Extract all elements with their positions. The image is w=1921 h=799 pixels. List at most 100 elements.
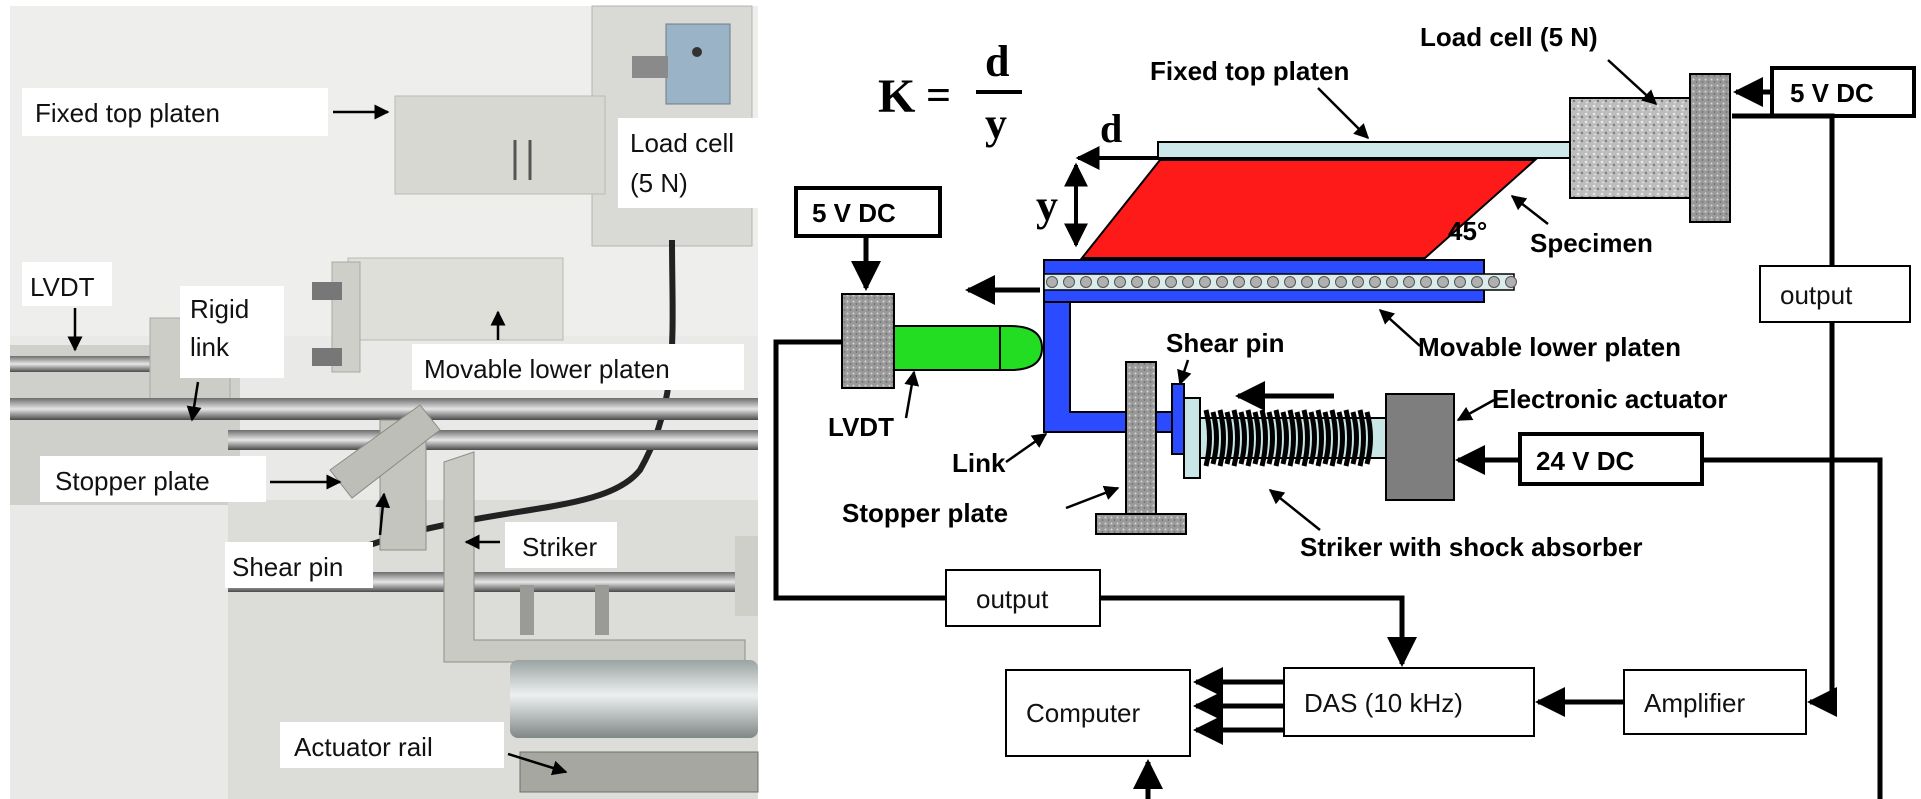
schematic-lvdt-probe [893,325,1044,371]
setup-schematic: K = d y d y Fixed top platen Load cell (… [773,22,1916,799]
power-box-top [1770,66,1916,118]
photo-lvdt-rod [10,356,160,372]
wire-lvdt-output [773,339,1417,667]
bearing-ball [1301,276,1313,288]
output-box-left [945,569,1101,627]
schematic-electronic-actuator [1385,393,1455,501]
schematic-spring [1203,409,1373,467]
photo-fixed-top-platen [394,95,606,195]
computer-label: Computer [1026,698,1140,728]
label-movable-lower-platen: Movable lower platen [1418,332,1681,362]
photo-label-shear-pin: Shear pin [232,552,343,582]
photo-label-rigid-link-2: link [190,332,230,362]
das-box [1283,667,1535,737]
photo-actuator-cylinder [510,660,758,738]
bearing-ball [1488,276,1500,288]
bearing-ball [1318,276,1330,288]
photo-label-lvdt: LVDT [30,272,95,302]
bearing-ball [1114,276,1126,288]
photo-actuator-rail [519,751,759,793]
bearing-ball [1284,276,1296,288]
photo-rail-1 [10,398,758,420]
formula-denominator: y [985,99,1007,148]
power-lvdt-label: 5 V DC [812,198,896,228]
photo-label-load-cell-2: (5 N) [630,168,688,198]
photo-label-actuator-rail: Actuator rail [294,732,433,762]
bearing-ball [1267,276,1279,288]
label-lvdt: LVDT [828,412,894,442]
formula-numerator: d [985,37,1009,86]
schematic-stopper-base [1095,513,1187,535]
amplifier-label: Amplifier [1644,688,1745,718]
load-cell-screw [692,47,702,57]
photo-striker-bracket [443,451,746,663]
bearing-ball [1454,276,1466,288]
photo-label-load-cell-1: Load cell [630,128,734,158]
bearing-ball [1335,276,1347,288]
computer-box [1005,669,1191,757]
photo-label-fixed-top-platen: Fixed top platen [35,98,220,128]
das-label: DAS (10 kHz) [1304,688,1463,718]
schematic-shear-pin [1171,383,1185,455]
photo-movable-platen [347,257,564,341]
bearing-ball [1199,276,1211,288]
bearing-ball [1063,276,1075,288]
label-angle: 45° [1448,216,1487,246]
schematic-striker-head [1183,397,1201,479]
bearing-ball [1148,276,1160,288]
output-box-right [1759,265,1911,323]
photo-label-movable-lower-platen: Movable lower platen [424,354,670,384]
bearing-ball [1165,276,1177,288]
wire-loadcell-output [1732,113,1837,717]
bearing-ball [1131,276,1143,288]
schematic-load-cell [1569,97,1691,199]
bearing-ball [1352,276,1364,288]
power-top-label: 5 V DC [1790,78,1874,108]
schematic-lvdt-body [841,293,895,389]
load-cell-connector [632,56,668,78]
dimension-d: d [1100,106,1122,151]
schematic-bearing-balls [1046,276,1517,288]
formula-equals: = [926,71,951,120]
bearing-ball [1216,276,1228,288]
bearing-ball [1471,276,1483,288]
bearing-ball [1420,276,1432,288]
schematic-load-cell-mount [1689,73,1731,223]
label-stopper-plate: Stopper plate [842,498,1008,528]
photo-label-striker: Striker [522,532,597,562]
label-shear-pin: Shear pin [1166,328,1284,358]
photo-rail-2 [228,430,758,450]
bearing-ball [1505,276,1517,288]
photo-label-rigid-link-1: Rigid [190,294,249,324]
schematic-fixed-top-platen [1157,141,1571,159]
label-fixed-top-platen: Fixed top platen [1150,56,1349,86]
bearing-ball [1369,276,1381,288]
bearing-ball [1182,276,1194,288]
label-link: Link [952,448,1006,478]
formula-k: K [878,70,915,123]
label-specimen: Specimen [1530,228,1653,258]
bearing-ball [1046,276,1058,288]
label-electronic-actuator: Electronic actuator [1492,384,1728,414]
bearing-ball [1250,276,1262,288]
wire-24v [1702,457,1883,799]
bearing-ball [1386,276,1398,288]
schematic-specimen [1079,159,1538,259]
photo-label-stopper-plate: Stopper plate [55,466,210,496]
photo-stopper-plate [329,404,441,499]
load-cell-body [665,23,731,105]
bearing-ball [1233,276,1245,288]
bearing-ball [1403,276,1415,288]
bearing-ball [1437,276,1449,288]
label-load-cell: Load cell (5 N) [1420,22,1598,52]
amplifier-box [1623,669,1807,735]
label-striker: Striker with shock absorber [1300,532,1642,562]
output-left-label: output [976,584,1049,614]
power-actuator-label: 24 V DC [1536,446,1634,476]
bearing-ball [1080,276,1092,288]
schematic-stopper-upright [1125,361,1157,515]
apparatus-photo: Fixed top platen Load cell (5 N) LVDT Ri… [10,5,759,799]
bearing-ball [1097,276,1109,288]
dimension-y: y [1036,181,1058,230]
output-right-label: output [1780,280,1853,310]
